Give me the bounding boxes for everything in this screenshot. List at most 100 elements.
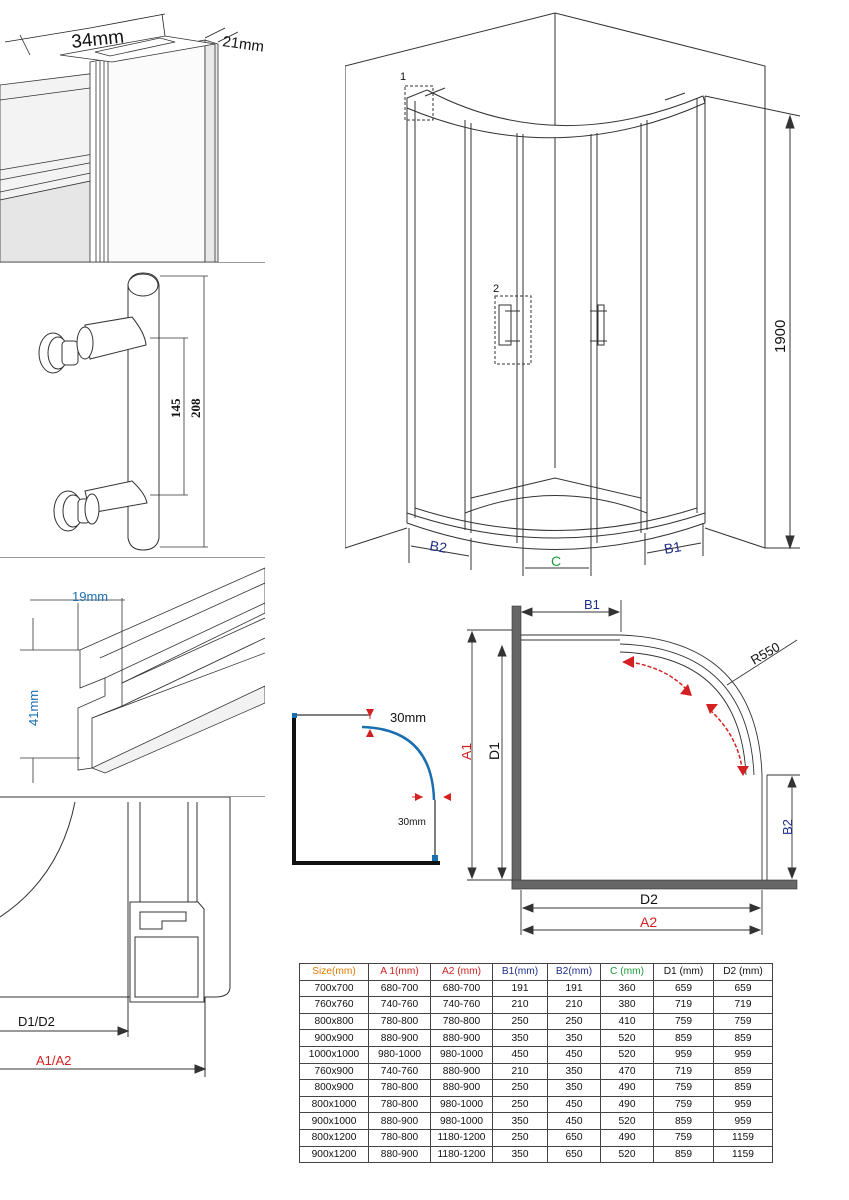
header-b2: B2(mm) [547,963,601,981]
corner-a-label: A1/A2 [36,1053,71,1068]
cell-b2: 650 [547,1145,601,1164]
cell-b1: 350 [492,1112,548,1130]
header-d2: D2 (mm) [713,963,773,981]
size-spec-table: Size(mm) A 1(mm) A2 (mm) B1(mm) B2(mm) C… [299,963,773,1164]
detail-corner: D1/D2 A1/A2 [0,797,265,1100]
cell-d1: 759 [653,1095,714,1114]
cell-b1: 250 [492,1012,548,1031]
handle-drawing: 145 208 [38,272,208,551]
callout-1: 1 [400,71,406,83]
cell-b1: 210 [492,996,548,1014]
cell-d1: 759 [653,1128,714,1147]
cell-a1: 780-800 [368,1095,431,1114]
divider-2 [0,557,265,558]
header-a2: A2 (mm) [430,963,493,981]
cell-size: 800x900 [299,1079,369,1097]
detail-profile-top: 34mm 21mm [0,0,265,262]
cell-c: 410 [600,1012,654,1031]
cell-d1: 759 [653,1012,714,1031]
main-c-label: C [551,553,561,569]
cell-d1: 719 [653,996,714,1014]
cell-b1: 250 [492,1128,548,1147]
cell-a2: 980-1000 [430,1112,493,1130]
main-b1-label: B1 [663,538,683,557]
cell-size: 800x1000 [299,1095,369,1114]
cell-c: 520 [600,1112,654,1130]
cell-d1: 659 [653,979,714,998]
corner-drawing: D1/D2 A1/A2 [0,797,231,1077]
cell-d2: 959 [713,1095,773,1114]
cell-d2: 1159 [713,1128,773,1147]
cell-b2: 250 [547,1012,601,1031]
plan-b1-label: B1 [584,597,600,612]
cell-a1: 880-900 [368,1145,431,1164]
cell-c: 470 [600,1062,654,1081]
cell-c: 520 [600,1029,654,1047]
cell-b2: 350 [547,1062,601,1081]
cell-a2: 680-700 [430,979,493,998]
header-b1: B1(mm) [492,963,548,981]
cell-size: 900x1200 [299,1145,369,1164]
cell-d2: 859 [713,1062,773,1081]
cell-b1: 250 [492,1095,548,1114]
detail-handle: 145 208 [0,263,265,557]
header-size: Size(mm) [299,963,369,981]
cell-c: 490 [600,1095,654,1114]
cell-c: 490 [600,1079,654,1097]
cell-a2: 740-760 [430,996,493,1014]
header-c: C (mm) [600,963,654,981]
cell-d1: 719 [653,1062,714,1081]
cell-a2: 880-900 [430,1062,493,1081]
cell-size: 800x800 [299,1012,369,1031]
callout-2: 2 [493,283,499,295]
cell-b2: 450 [547,1095,601,1114]
handle-outer-dimension: 208 [188,398,203,418]
rail-height-label: 41mm [26,690,41,726]
handle-inner-dimension: 145 [168,398,183,418]
cell-b2: 650 [547,1128,601,1147]
cell-a2: 880-900 [430,1079,493,1097]
corner-d-label: D1/D2 [18,1014,55,1029]
plan-a2-label: A2 [640,914,657,930]
cell-d1: 959 [653,1045,714,1064]
cell-d2: 959 [713,1045,773,1064]
plan-radius-label: R550 [748,639,782,668]
cell-b1: 350 [492,1029,548,1047]
cell-b1: 210 [492,1062,548,1081]
cell-a1: 740-760 [368,996,431,1014]
cell-size: 900x1000 [299,1112,369,1130]
cell-a1: 740-760 [368,1062,431,1081]
cell-a1: 980-1000 [368,1045,431,1064]
cell-b1: 191 [492,979,548,998]
cell-a1: 780-800 [368,1012,431,1031]
profile-depth-label: 21mm [221,33,265,56]
cell-a2: 1180-1200 [430,1145,493,1164]
cell-a2: 780-800 [430,1012,493,1031]
height-dimension: 1900 [772,320,789,353]
cell-d2: 719 [713,996,773,1014]
rail-drawing: 19mm 41mm [20,567,265,783]
cell-size: 760x900 [299,1062,369,1081]
plan-d2-label: D2 [640,891,658,907]
profile-top-drawing: 34mm 21mm [0,13,265,262]
cell-d1: 859 [653,1112,714,1130]
cell-c: 520 [600,1045,654,1064]
cell-d2: 1159 [713,1145,773,1164]
cell-d1: 759 [653,1079,714,1097]
cell-b2: 191 [547,979,601,998]
cell-c: 490 [600,1128,654,1147]
bend-corner-marker [292,713,297,718]
cell-b2: 450 [547,1112,601,1130]
plan-b2-label: B2 [780,819,795,835]
main-b2-label: B2 [428,537,448,556]
cell-d1: 859 [653,1145,714,1164]
cell-c: 360 [600,979,654,998]
bend-side-label: 30mm [398,817,426,828]
cell-d2: 859 [713,1079,773,1097]
